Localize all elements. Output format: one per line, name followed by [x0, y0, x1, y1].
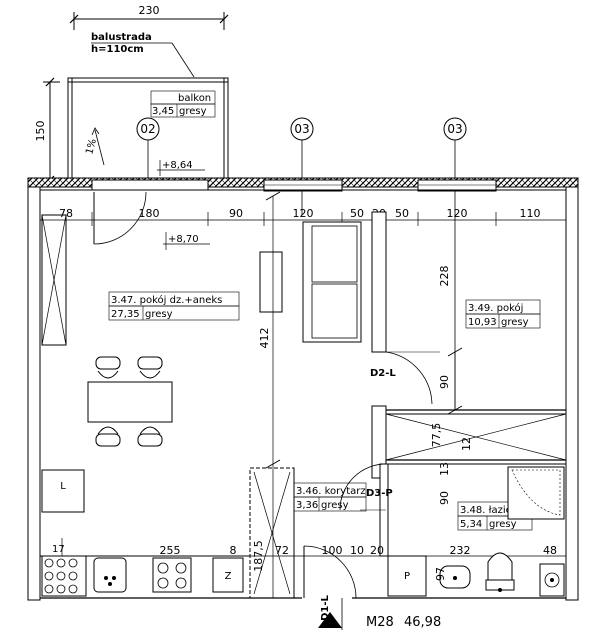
- shower-tray: [507, 466, 565, 520]
- stove-burners: [44, 558, 78, 594]
- unit-tag: M28 46,98: [366, 615, 441, 630]
- bedroom-area: 10,93: [468, 317, 497, 328]
- dining-chair: [95, 356, 121, 379]
- cabinet-p: P: [404, 571, 410, 582]
- door-d3-p: D3-P: [366, 488, 393, 499]
- door-d2-l: D2-L: [370, 368, 396, 379]
- dim-hall-height: 412: [258, 328, 271, 349]
- corridor-area: 3,36: [296, 500, 318, 511]
- door-d1-l: D1-L: [320, 594, 331, 620]
- dim-top-120b: 120: [447, 207, 468, 220]
- bathroom-name: 3.48. łazienka: [460, 505, 530, 516]
- railing-note-line1: balustrada: [91, 32, 152, 43]
- dining-chair: [137, 356, 163, 379]
- dim-bottom-48: 48: [543, 544, 557, 557]
- bathroom: 90 3.48. łazienka 5,34 gresy 97: [434, 466, 565, 597]
- dim-top-78: 78: [59, 207, 73, 220]
- bathroom-finish: gresy: [489, 519, 517, 530]
- living-room-name: 3.47. pokój dz.+aneks: [111, 294, 222, 306]
- dim-bath-strip-b: 12: [460, 437, 473, 451]
- washbasin: [439, 565, 471, 589]
- dining-chair: [95, 426, 121, 447]
- dim-top-110: 110: [520, 207, 541, 220]
- corridor-finish: gresy: [321, 500, 349, 511]
- balcony: 230 balustrada h=110cm 150 balkon 3,45 g…: [34, 4, 229, 185]
- balcony-finish: gresy: [179, 106, 207, 117]
- bedroom-name: 3.49. pokój: [468, 302, 523, 314]
- axis-marker-02: 02: [140, 122, 155, 136]
- cabinet-l: L: [60, 481, 66, 492]
- dim-door-90-right: 90: [438, 375, 451, 389]
- balcony-name: balkon: [178, 93, 211, 104]
- dim-bath-door: 90: [438, 491, 451, 505]
- dim-bottom-232: 232: [450, 544, 471, 557]
- dining-chair: [137, 426, 163, 447]
- dim-top-120a: 120: [293, 207, 314, 220]
- internal-walls: [249, 211, 567, 599]
- dim-bottom-8: 8: [230, 544, 237, 557]
- dim-13: 13: [438, 462, 451, 476]
- kitchen-counter: 17 Z 255 8: [40, 538, 250, 597]
- entry: D1-L: [318, 594, 343, 630]
- living-room-area: 27,35: [111, 309, 140, 320]
- level-balcony: +8,64: [162, 160, 193, 171]
- living-room-finish: gresy: [145, 309, 173, 320]
- bathroom-area: 5,34: [460, 519, 482, 530]
- dim-bottom-10: 10: [350, 544, 364, 557]
- axis-marker-03b: 03: [447, 122, 462, 136]
- railing-note-line2: h=110cm: [91, 44, 144, 55]
- entry-arrow-icon: [318, 612, 342, 628]
- dim-top-90: 90: [229, 207, 243, 220]
- slope-label: 1%: [84, 138, 99, 156]
- living-room: +8,70 3.47. pokój dz.+aneks 27,35 gresy: [41, 191, 362, 598]
- axis-marker-03a: 03: [294, 122, 309, 136]
- unit-code: M28: [366, 615, 394, 630]
- bedroom: 3.49. pokój 10,93 gresy 228 D2-L 90 77,5…: [370, 266, 541, 476]
- exterior-walls: [27, 177, 579, 601]
- toilet: [485, 552, 515, 592]
- dim-top-180: 180: [139, 207, 160, 220]
- dim-bottom-72: 72: [275, 544, 289, 557]
- corridor: 3.46. korytarz 3,36 gresy D3-P 187,5 72 …: [250, 463, 566, 599]
- cabinet-z: Z: [225, 571, 232, 582]
- dim-bottom-20: 20: [370, 544, 384, 557]
- dim-top-50a: 50: [350, 207, 364, 220]
- dim-17: 17: [52, 544, 65, 555]
- dim-bath-strip: 77,5: [430, 423, 443, 448]
- dim-bath-97: 97: [434, 567, 447, 581]
- dim-room-height: 228: [438, 266, 451, 287]
- dim-bottom-255: 255: [160, 544, 181, 557]
- dim-bottom-100: 100: [322, 544, 343, 557]
- unit-area: 46,98: [404, 615, 441, 630]
- washing-machine: [539, 563, 565, 597]
- bedroom-finish: gresy: [501, 317, 529, 328]
- corridor-name: 3.46. korytarz: [296, 486, 366, 497]
- balcony-area: 3,45: [152, 106, 174, 117]
- level-room: +8,70: [168, 234, 199, 245]
- dim-balcony-depth: 150: [34, 121, 47, 142]
- dim-balcony-width: 230: [139, 4, 160, 17]
- dim-top-50b: 50: [395, 207, 409, 220]
